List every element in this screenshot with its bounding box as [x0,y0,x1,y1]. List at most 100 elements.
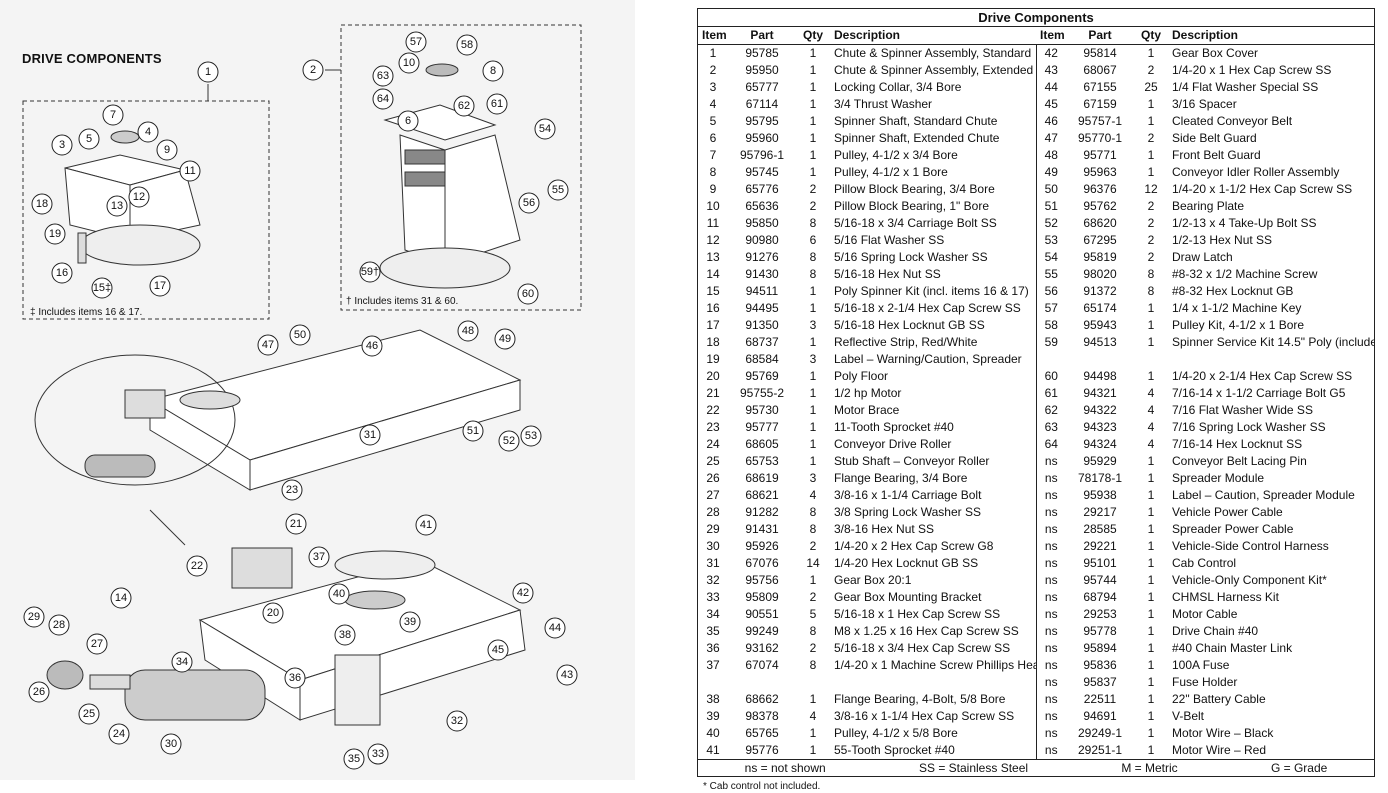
description-cell: 11-Tooth Sprocket #40 [830,419,1037,436]
item-cell: 38 [706,692,720,706]
callout-26: 26 [28,681,50,703]
part-cell: 95850 [745,216,779,230]
callout-6: 6 [397,110,419,132]
part-cell: 68737 [745,335,779,349]
callout-59: 59† [359,261,381,283]
svg-text:10: 10 [403,57,415,69]
item-cell: 31 [706,556,720,570]
item-cell: 41 [706,743,720,757]
part-cell: 94321 [1083,386,1117,400]
svg-text:9: 9 [164,144,170,156]
part-cell: 95819 [1083,250,1117,264]
part-cell: 68584 [745,352,779,366]
chute-assembly-standard [64,130,201,266]
qty-cell: 1 [1147,658,1155,672]
svg-text:39: 39 [404,616,416,628]
item-cell: 34 [706,607,720,621]
item-cell: 14 [706,267,720,281]
legend-item: M = Metric [1121,761,1178,775]
callout-19: 19 [44,223,66,245]
qty-cell: 8 [809,505,817,519]
description-cell: Stub Shaft – Conveyor Roller [830,453,1037,470]
svg-text:30: 30 [165,738,177,750]
column-header: Qty [796,27,830,45]
part-cell: 29253 [1083,607,1117,621]
description-cell: 1/4-20 x 2 Hex Cap Screw G8 [830,538,1037,555]
part-cell: 94511 [745,284,779,298]
description-cell: Drive Chain #40 [1172,624,1259,638]
item-cell: 60 [1044,369,1058,383]
callout-46: 46 [361,335,383,357]
qty-cell: 1 [1147,607,1155,621]
column-header: Item [1036,27,1066,45]
item-cell: 35 [706,624,720,638]
description-cell: 5/16-18 x 1 Hex Cap Screw SS [830,606,1037,623]
description-cell: 5/16-18 Hex Locknut GB SS [830,317,1037,334]
description-cell: M8 x 1.25 x 16 Hex Cap Screw SS [830,623,1037,640]
description-cell: 55-Tooth Sprocket #40 [830,742,1037,759]
callout-64: 64 [372,88,394,110]
qty-cell: 14 [806,556,820,570]
item-cell: 8 [709,165,717,179]
callout-60: 60 [517,283,539,305]
description-cell: Draw Latch [1172,250,1233,264]
callout-53: 53 [520,425,542,447]
part-cell: 68620 [1083,216,1117,230]
item-cell: 25 [706,454,720,468]
description-cell: V-Belt [1172,709,1205,723]
item-cell: 16 [706,301,720,315]
column-header: Part [728,27,796,45]
diagram-title: DRIVE COMPONENTS [22,51,162,66]
item-cell: 21 [706,386,720,400]
description-cell: 1/4-20 x 1 Machine Screw Phillips Head C… [830,657,1037,674]
description-cell: 5/16-18 x 2-1/4 Hex Cap Screw SS [830,300,1037,317]
description-cell: 5/16-18 x 3/4 Carriage Bolt SS [830,215,1037,232]
callout-10: 10 [398,52,420,74]
footnote-right: † Includes items 31 & 60. [346,296,459,307]
item-cell: ns [1044,590,1058,604]
description-cell: Poly Spinner Kit (incl. items 16 & 17) [830,283,1037,300]
description-cell: Cab Control [1172,556,1237,570]
qty-cell: 1 [809,386,817,400]
description-cell: Conveyor Belt Lacing Pin [1172,454,1307,468]
qty-cell: 6 [809,233,817,247]
item-cell: 18 [706,335,720,349]
part-cell: 95745 [745,165,779,179]
item-cell: 56 [1044,284,1058,298]
qty-cell: 2 [1147,63,1155,77]
callout-57: 57 [405,31,427,53]
callout-43: 43 [556,664,578,686]
part-cell: 91350 [745,318,779,332]
qty-cell: 4 [809,709,817,723]
qty-cell: 2 [1147,250,1155,264]
qty-cell: 1 [1147,335,1155,349]
qty-cell: 1 [809,80,817,94]
svg-text:15‡: 15‡ [93,282,111,294]
item-cell: 24 [706,437,720,451]
item-cell: 45 [1044,97,1058,111]
svg-text:45: 45 [492,644,504,656]
part-cell: 95762 [1083,199,1117,213]
description-cell: Label – Caution, Spreader Module [1172,488,1355,502]
svg-text:44: 44 [549,622,561,634]
description-cell: Label – Warning/Caution, Spreader [830,351,1037,368]
item-cell: ns [1044,607,1058,621]
svg-text:47: 47 [262,339,274,351]
item-cell: 20 [706,369,720,383]
description-cell: Motor Brace [830,402,1037,419]
svg-text:1: 1 [205,66,211,78]
description-cell: Pillow Block Bearing, 1" Bore [830,198,1037,215]
part-cell: 95950 [745,63,779,77]
description-cell: 3/8-16 x 1-1/4 Carriage Bolt [830,487,1037,504]
qty-cell: 8 [809,658,817,672]
item-cell: 55 [1044,267,1058,281]
callout-52: 52 [498,430,520,452]
